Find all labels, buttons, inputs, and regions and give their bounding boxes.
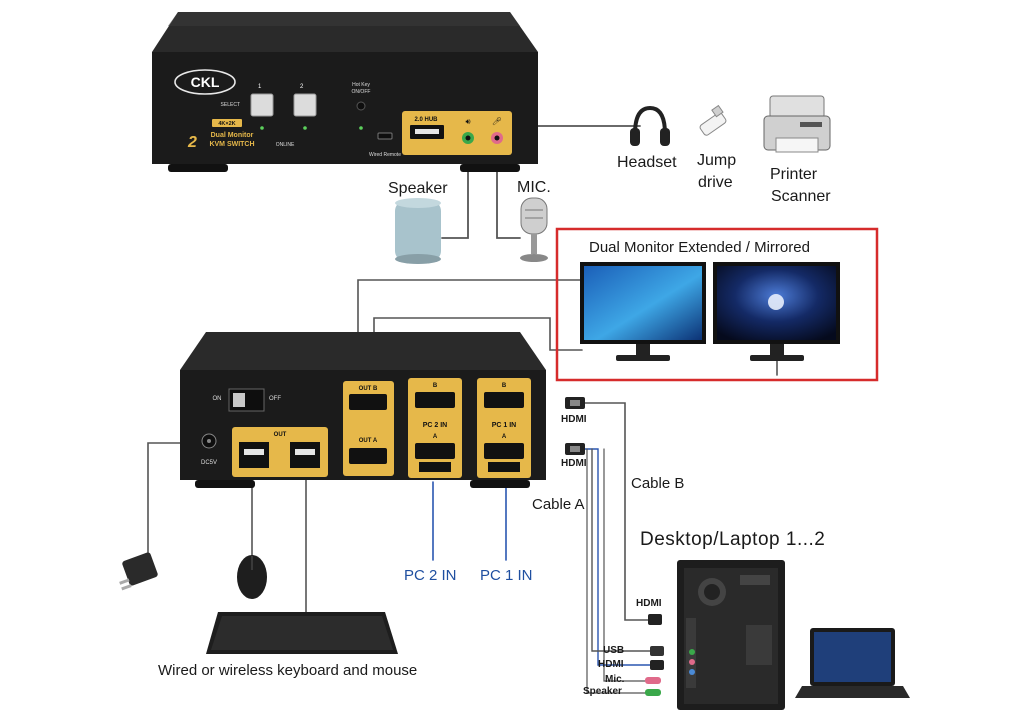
product-line-2: KVM SWITCH <box>209 141 254 148</box>
pc1-port-a-label: A <box>502 434 507 440</box>
kvm-front-unit: CKL 1 2 SELECT ONLINE Hot Key ON/OFF 4K×… <box>152 12 538 172</box>
port-2-number: 2 <box>300 84 304 90</box>
monitor-1-screen <box>584 266 702 340</box>
pc1-hdmi-a-port[interactable] <box>484 443 524 459</box>
speaker-jack-icon: 🔊︎ <box>465 117 470 126</box>
hotkey-led <box>359 126 363 130</box>
4k-badge <box>212 119 242 127</box>
product-line-1: Dual Monitor <box>211 132 254 139</box>
desktop-tower-image <box>677 560 785 710</box>
cable-a-label: Cable A <box>532 496 585 513</box>
headset-image <box>630 105 670 146</box>
hdmi-pc-label: HDMI <box>636 598 662 609</box>
pc1-in-panel-label: PC 1 IN <box>492 422 517 429</box>
speaker-plug <box>645 689 661 696</box>
usb-hub-panel <box>402 111 512 155</box>
pc2-port-a-label: A <box>433 434 438 440</box>
usb-out-label: OUT <box>274 432 287 438</box>
speaker-label: Speaker <box>388 180 448 197</box>
mic-small-label: Mic. <box>605 674 625 685</box>
drive-label: drive <box>698 174 733 191</box>
hdmi-plug-small <box>650 660 664 670</box>
port-1-number: 1 <box>258 84 262 90</box>
hdmi-out-a-port[interactable] <box>349 448 387 464</box>
usb-label: USB <box>603 645 625 656</box>
keyboard-image <box>206 612 398 654</box>
pc2-usb-port[interactable] <box>419 462 451 472</box>
monitors-title: Dual Monitor Extended / Mirrored <box>589 239 810 256</box>
pc2-hdmi-b-port[interactable] <box>415 392 455 408</box>
select-button-2[interactable] <box>293 93 317 117</box>
cable-mic <box>496 139 521 239</box>
hotkey-onoff-label: ON/OFF <box>352 89 371 95</box>
brand-text: CKL <box>191 74 220 90</box>
desktop-laptop-label: Desktop/Laptop 1...2 <box>640 529 826 550</box>
apple-logo-icon <box>768 294 784 310</box>
two-port-mark: 2 <box>187 134 197 151</box>
hub-label: 2.0 HUB <box>414 117 438 123</box>
monitor-1 <box>580 262 706 361</box>
out-a-label: OUT A <box>359 438 378 444</box>
mic-label: MIC. <box>517 179 551 196</box>
pc2-hdmi-a-port[interactable] <box>415 443 455 459</box>
wired-remote-port[interactable] <box>377 132 393 140</box>
online-led-1 <box>260 126 264 130</box>
jump-drive-image <box>699 104 727 136</box>
hdmi-out-b-port[interactable] <box>349 394 387 410</box>
mouse-image <box>237 555 267 599</box>
select-label: SELECT <box>221 102 240 108</box>
speaker-small-label: Speaker <box>583 686 622 697</box>
online-led-2 <box>303 126 307 130</box>
hdmi-plug-pc <box>648 614 662 625</box>
power-adapter-image <box>119 552 158 591</box>
pc1-in-label: PC 1 IN <box>480 567 533 584</box>
mic-jack-icon: 🎤︎ <box>492 117 502 126</box>
monitor-2 <box>713 262 840 361</box>
ckl-logo: CKL <box>174 69 236 95</box>
mic-plug <box>645 677 661 684</box>
pc1-usb-port[interactable] <box>488 462 520 472</box>
online-label: ONLINE <box>276 142 295 148</box>
headset-label: Headset <box>617 154 677 171</box>
pc2-in-label: PC 2 IN <box>404 567 457 584</box>
hdmi-label-top: HDMI <box>561 414 587 425</box>
hdmi-plug-top <box>565 397 585 409</box>
cable-a-usb <box>591 448 651 652</box>
dual-monitor-highlight-frame <box>555 227 879 382</box>
pc1-hdmi-b-port[interactable] <box>484 392 524 408</box>
dc-label: DC5V <box>201 460 217 466</box>
pc2-port-b-label: B <box>433 383 438 389</box>
hdmi-label-bottom: HDMI <box>561 458 587 469</box>
kvm-rear-unit: ON OFF DC5V OUT OUT B OUT A B PC 2 IN A … <box>180 332 546 488</box>
cable-b-label: Cable B <box>631 475 685 492</box>
printer-label: Printer <box>770 166 818 183</box>
jump-label: Jump <box>697 152 737 169</box>
scanner-label: Scanner <box>771 188 831 205</box>
cable-b <box>584 402 649 621</box>
laptop-image <box>795 628 910 698</box>
select-button-1[interactable] <box>250 93 274 117</box>
hdmi-small-label: HDMI <box>598 659 624 670</box>
pc1-port-b-label: B <box>502 383 507 389</box>
microphone-image <box>520 197 548 262</box>
smart-speaker-image <box>395 198 441 264</box>
pc2-in-panel-label: PC 2 IN <box>423 422 448 429</box>
4k-badge-text: 4K×2K <box>218 121 235 127</box>
hdmi-plug-bottom <box>565 443 585 455</box>
cable-a-speaker <box>586 448 646 694</box>
power-on-label: ON <box>213 396 222 402</box>
hotkey-button[interactable] <box>356 101 366 111</box>
wired-remote-label: Wired Remote <box>369 152 401 158</box>
usb-plug-pc <box>650 646 664 656</box>
out-b-label: OUT B <box>359 386 378 392</box>
printer-image <box>763 95 831 153</box>
cable-speaker <box>441 139 469 239</box>
keyboard-mouse-label: Wired or wireless keyboard and mouse <box>158 662 418 679</box>
hotkey-label: Hot Key <box>352 82 370 88</box>
cable-a-mic <box>603 448 646 682</box>
power-off-label: OFF <box>269 396 281 402</box>
